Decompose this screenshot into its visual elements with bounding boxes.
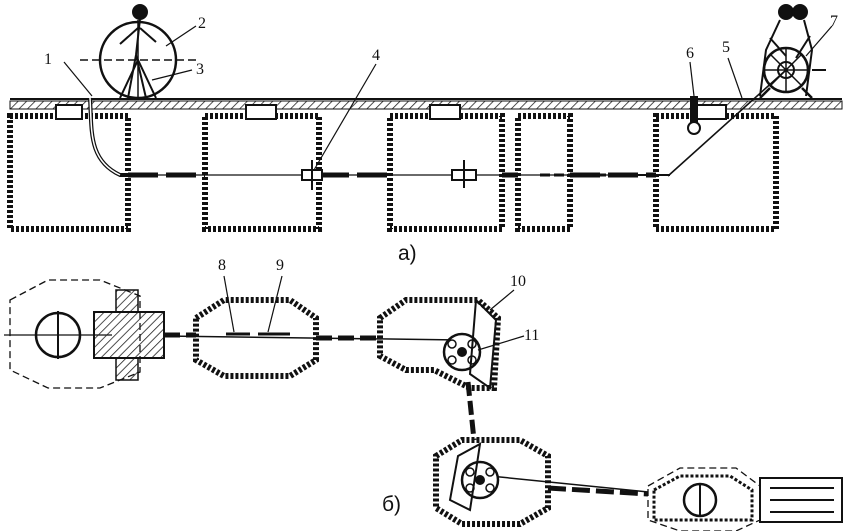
- cable-drum: [80, 20, 200, 100]
- ground-surface: [9, 98, 843, 110]
- label-10: 10: [510, 273, 526, 290]
- cable: [88, 97, 128, 177]
- manhole-5: [653, 104, 779, 232]
- corner-roller-block-lower: [448, 442, 500, 512]
- label-4: 4: [372, 47, 380, 64]
- winch-pit-plan: [647, 467, 843, 531]
- manhole-plan-1: [193, 297, 319, 379]
- callout-lines: [63, 25, 833, 171]
- label-2: 2: [198, 15, 206, 32]
- cable-drum-plan: [93, 289, 165, 381]
- label-7: 7: [830, 13, 838, 30]
- corner-roller-block-upper: [442, 297, 498, 390]
- workers-at-winch: [759, 4, 814, 97]
- label-9: 9: [276, 257, 284, 274]
- manhole-plan-3: [433, 437, 551, 527]
- worker-at-drum: [119, 4, 157, 99]
- winch: [759, 46, 826, 99]
- manhole-2: [202, 104, 322, 232]
- label-8: 8: [218, 257, 226, 274]
- manhole-1: [7, 104, 131, 232]
- label-6: 6: [686, 45, 694, 62]
- caption-a: а): [398, 242, 417, 265]
- manhole-3: [387, 104, 505, 232]
- label-1: 1: [44, 51, 52, 68]
- swivel-connector: [301, 160, 323, 190]
- label-11: 11: [524, 327, 540, 344]
- cable-run-plan: [163, 332, 649, 497]
- guide-roller: [687, 96, 701, 135]
- label-3: 3: [196, 61, 204, 78]
- label-5: 5: [722, 39, 730, 56]
- manhole-4-cut: [515, 113, 573, 232]
- cable-roller: [451, 160, 477, 188]
- callout-lines-b: [223, 275, 525, 351]
- pulling-rope: [667, 69, 787, 177]
- caption-b: б): [382, 493, 402, 516]
- manhole-plan-2: [377, 297, 502, 391]
